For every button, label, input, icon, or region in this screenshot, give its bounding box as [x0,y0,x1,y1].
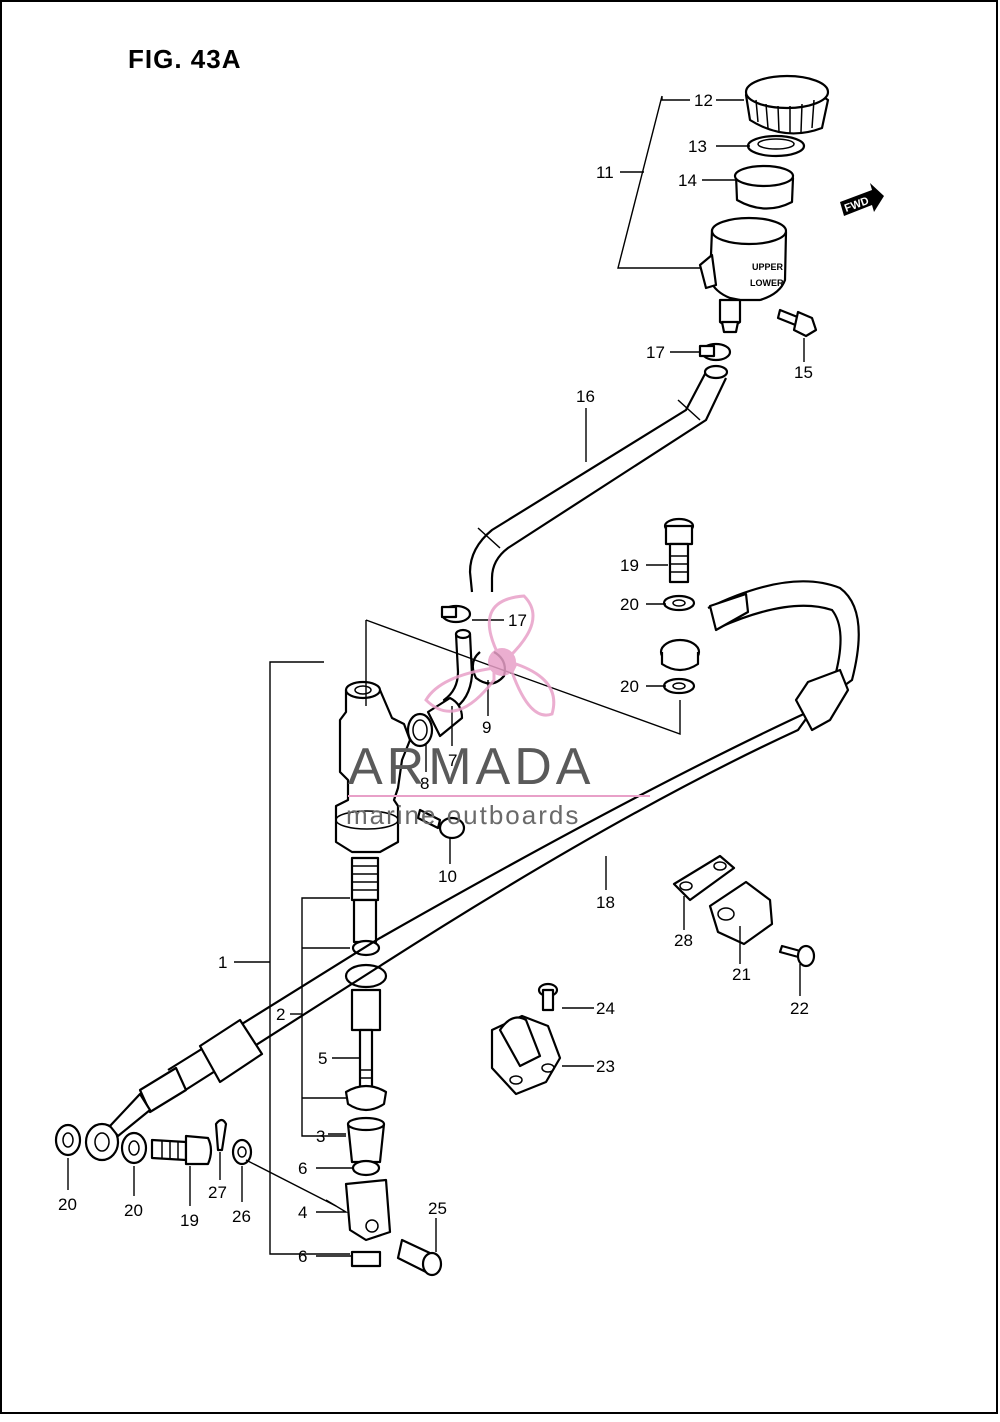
leader-lines [67,95,805,1257]
reservoir-body: UPPER LOWER [698,216,788,334]
callout-16: 16 [576,387,595,406]
reservoir-diaphragm [733,164,795,210]
callout-9: 9 [482,718,491,737]
watermark: ARMADA marine outboards [346,738,650,830]
callout-20-lower-b: 20 [124,1201,143,1220]
banjo-upper [659,638,701,672]
union-bolt-upper [663,517,695,584]
guide-screw [778,944,816,968]
washer-lower-b [120,1131,148,1165]
pin-washer [231,1138,253,1166]
callout-23: 23 [596,1057,615,1076]
reservoir-bolt [776,308,818,338]
clevis-pin [396,1238,443,1277]
callout-4: 4 [298,1203,307,1222]
callout-8: 8 [420,774,429,793]
watermark-brand: ARMADA [348,738,594,796]
reservoir-cap [744,74,830,135]
piston-spring [350,856,380,902]
push-rod [350,988,382,1092]
callout-20-upper-a: 20 [620,595,639,614]
figure-title: FIG. 43A [128,44,242,74]
hose-clamp-bracket [490,1014,562,1096]
callout-25: 25 [428,1199,447,1218]
hose-guide-plate [672,854,736,902]
clevis [344,1178,392,1242]
washer-lower-a [54,1123,82,1157]
callout-27: 27 [208,1183,227,1202]
callout-1: 1 [218,953,227,972]
callout-12: 12 [694,91,713,110]
cylinder-screw [416,808,466,840]
hose-clamp-upper [698,342,732,362]
callout-13: 13 [688,137,707,156]
cotter-pin [214,1118,228,1152]
hose-clamp-lower [440,604,472,624]
callout-14: 14 [678,171,697,190]
fwd-label: FWD [843,195,871,215]
clamp-screw [537,982,559,1012]
reservoir-hose [468,364,729,593]
joint-o-ring [406,712,434,748]
fwd-arrow-icon: FWD [840,183,884,216]
callout-28: 28 [674,931,693,950]
washer-upper-b [662,677,696,695]
callout-17-upper: 17 [646,343,665,362]
callout-21: 21 [732,965,751,984]
callout-11: 11 [596,163,614,182]
callout-19-upper: 19 [620,556,639,575]
callout-5: 5 [318,1049,327,1068]
callout-20-upper-b: 20 [620,677,639,696]
union-bolt-lower [150,1134,213,1166]
master-cylinder-body [334,680,412,854]
callout-15: 15 [794,363,813,382]
callout-6-upper: 6 [298,1159,307,1178]
watermark-tagline: marine outboards [346,800,580,830]
callout-6-lower: 6 [298,1247,307,1266]
push-rod-nut-upper [351,1159,381,1177]
callout-labels: 12 13 11 14 15 17 16 19 20 17 20 9 7 8 1… [58,91,813,1266]
callout-19-lower: 19 [180,1211,199,1230]
banjo-lower [84,1092,152,1162]
callout-22: 22 [790,999,809,1018]
brake-hose [138,580,860,1114]
upper-mark: UPPER [752,262,784,272]
callout-17-lower: 17 [508,611,527,630]
callout-3: 3 [316,1127,325,1146]
callout-26: 26 [232,1207,251,1226]
callout-18: 18 [596,893,615,912]
callout-10: 10 [438,867,457,886]
piston [352,898,378,944]
lower-mark: LOWER [750,278,784,288]
callout-2: 2 [276,1005,285,1024]
watermark-propeller-icon [424,594,556,717]
callout-7: 7 [448,751,457,770]
hose-guide [708,880,774,946]
reservoir-diaphragm-plate [746,134,806,158]
washer-upper-a [662,594,696,612]
push-rod-nut-lower [350,1250,382,1268]
hose-joint [426,696,464,738]
callout-20-lower-a: 20 [58,1195,77,1214]
callout-24: 24 [596,999,615,1018]
push-rod-boot [344,1084,388,1164]
